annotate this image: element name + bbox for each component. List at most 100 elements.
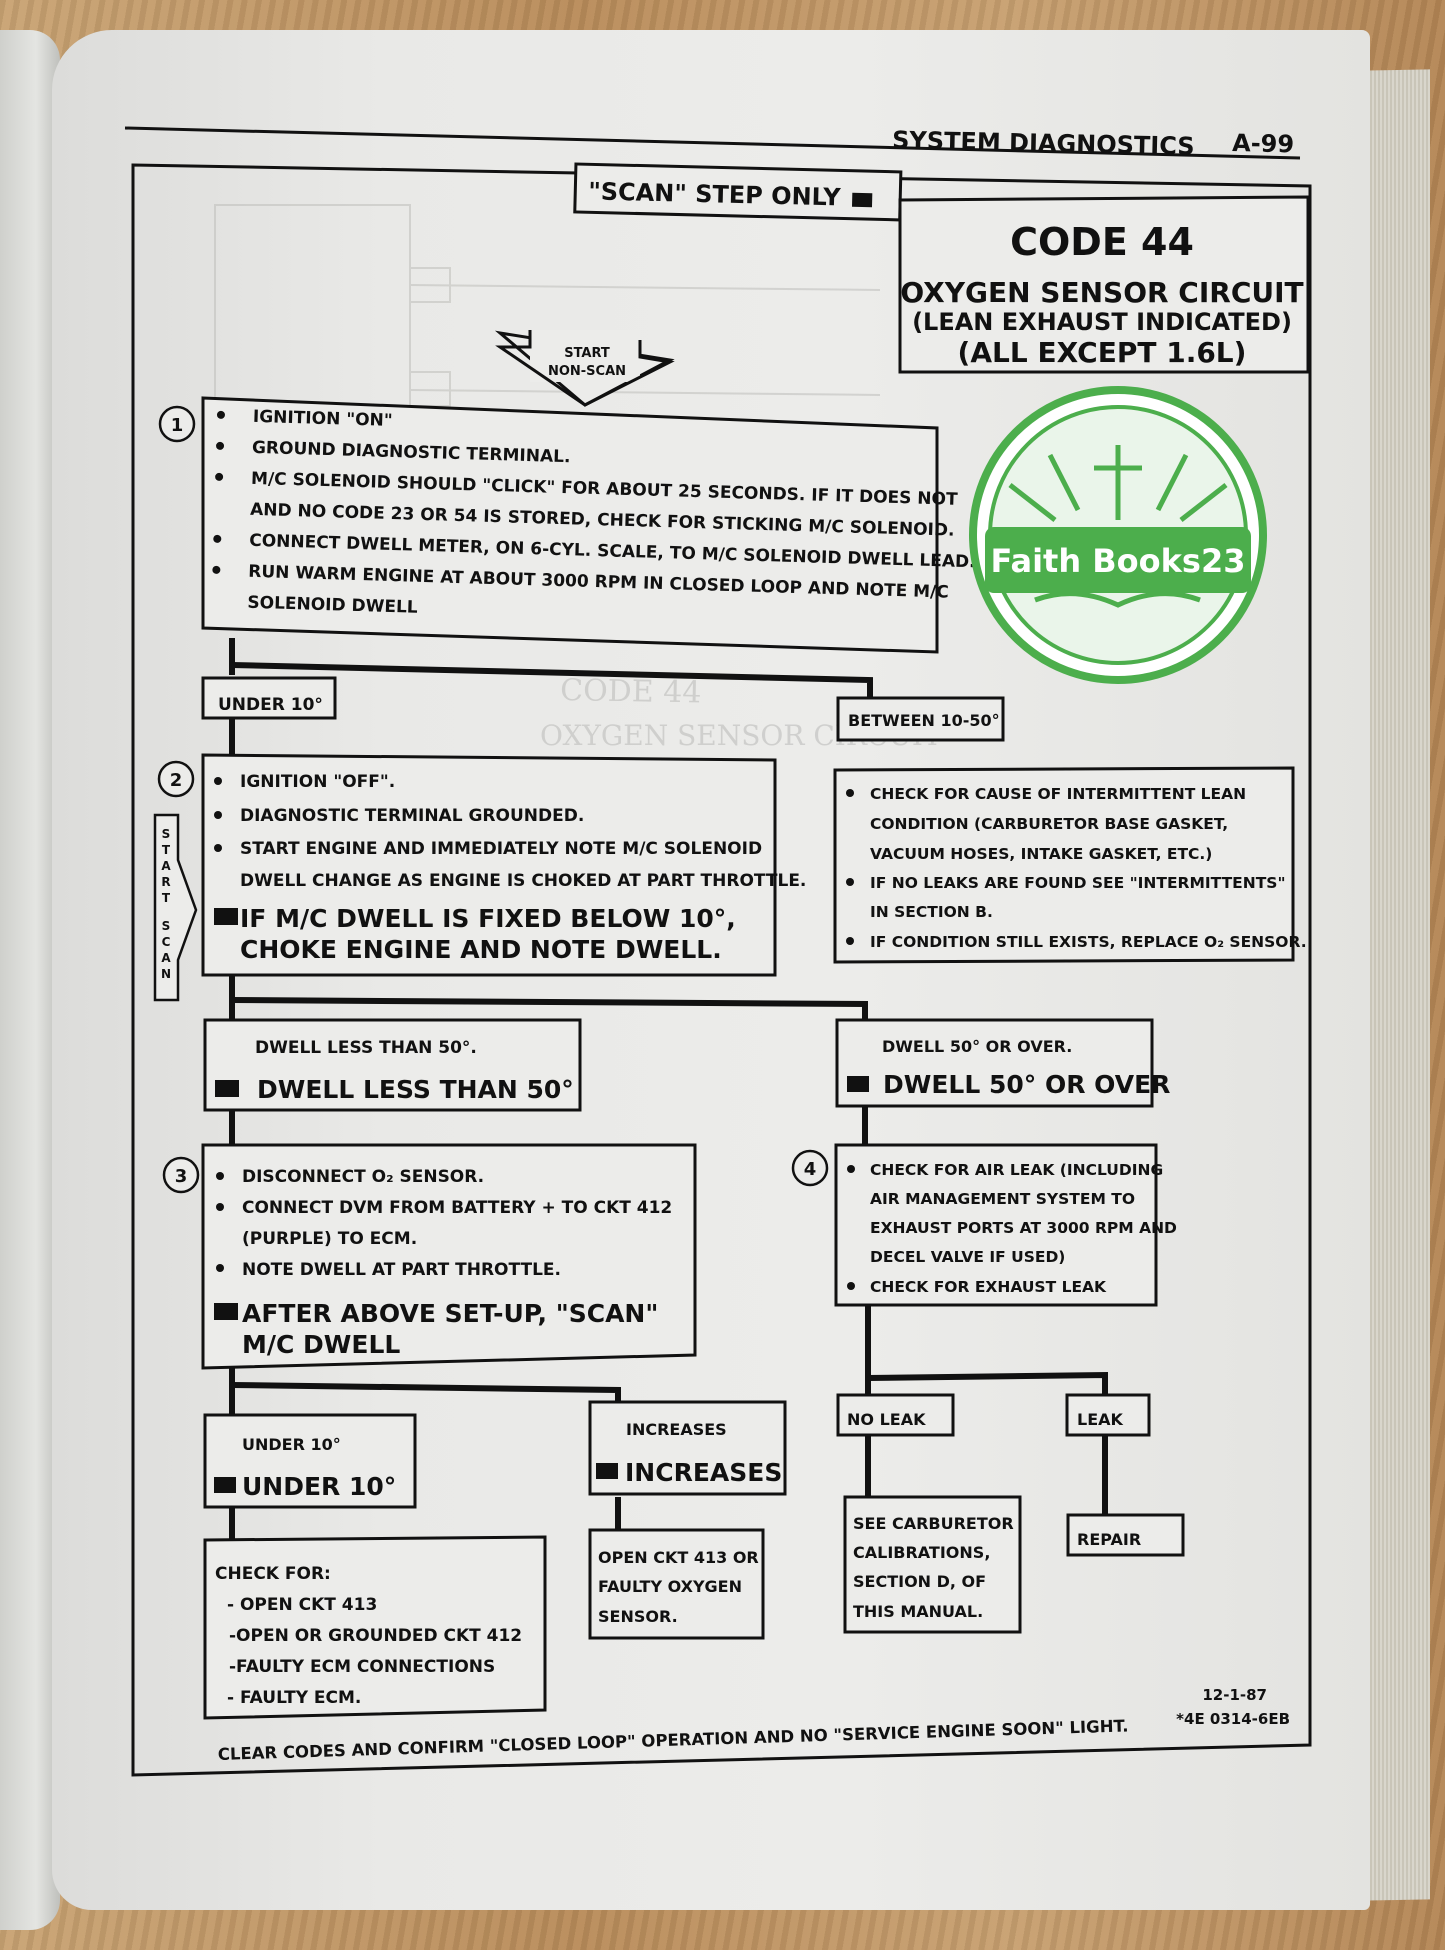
step-4-line-4: DECEL VALVE IF USED) — [870, 1248, 1065, 1266]
code-subtitle-2: (ALL EXCEPT 1.6L) — [958, 336, 1247, 369]
increases-scan: INCREASES — [625, 1458, 782, 1487]
scan-marker-icon — [215, 1080, 239, 1097]
step-1-box: 1 IGNITION "ON" GROUND DIAGNOSTIC TERMIN… — [158, 396, 976, 654]
step-1-line-1: IGNITION "ON" — [253, 407, 393, 431]
scan-marker-icon — [847, 1076, 869, 1092]
start-label: START — [564, 346, 610, 361]
carb-line-4: THIS MANUAL. — [853, 1602, 983, 1621]
step-3-scan-1: AFTER ABOVE SET-UP, "SCAN" — [242, 1299, 658, 1328]
check-for-line-2: - OPEN CKT 413 — [227, 1595, 377, 1615]
carb-line-1: SEE CARBURETOR — [853, 1514, 1014, 1533]
open-ckt-413-box: OPEN CKT 413 OR FAULTY OXYGEN SENSOR. — [588, 1528, 765, 1640]
open413-line-1: OPEN CKT 413 OR — [598, 1548, 759, 1567]
check-for-line-3: -OPEN OR GROUNDED CKT 412 — [229, 1626, 522, 1646]
dwell-over-50-box: DWELL 50° OR OVER. DWELL 50° OR OVER — [835, 1018, 1170, 1108]
under-10-small: UNDER 10° — [242, 1435, 341, 1454]
check-for-line-4: -FAULTY ECM CONNECTIONS — [229, 1657, 495, 1677]
step-4-line-5: CHECK FOR EXHAUST LEAK — [870, 1278, 1107, 1296]
start-scan-letter: N — [161, 967, 171, 981]
step-2-number-circle — [157, 760, 195, 798]
step-1-number-circle — [158, 405, 196, 443]
scan-marker-icon — [596, 1463, 618, 1479]
left-page-edge — [0, 30, 60, 1930]
open413-line-2: FAULTY OXYGEN — [598, 1577, 742, 1596]
scan-step-label: "SCAN" STEP ONLY — [588, 177, 842, 211]
carb-line-3: SECTION D, OF — [853, 1572, 986, 1591]
start-scan-letter: S — [162, 919, 171, 933]
code-number: CODE 44 — [1010, 220, 1194, 264]
step-3-number: 3 — [175, 1166, 188, 1187]
under-10-box-b: UNDER 10° UNDER 10° — [203, 1413, 417, 1509]
step-4-line-2: AIR MANAGEMENT SYSTEM TO — [870, 1190, 1135, 1208]
step-3-number-circle — [162, 1156, 200, 1194]
dwell-over-scan: DWELL 50° OR OVER — [883, 1070, 1170, 1099]
check-for-line-1: CHECK FOR: — [215, 1564, 331, 1584]
step-3-line-1: DISCONNECT O₂ SENSOR. — [242, 1167, 484, 1187]
start-nonscan-arrow: START NON-SCAN — [494, 330, 675, 407]
between-line-6: IF CONDITION STILL EXISTS, REPLACE O₂ SE… — [870, 933, 1307, 951]
connectors — [229, 638, 1108, 1540]
carburetor-box: SEE CARBURETOR CALIBRATIONS, SECTION D, … — [843, 1495, 1022, 1634]
dwell-over-small: DWELL 50° OR OVER. — [882, 1037, 1072, 1056]
between-line-2: CONDITION (CARBURETOR BASE GASKET, — [870, 815, 1228, 833]
header-section: SYSTEM DIAGNOSTICS — [892, 126, 1195, 160]
svg-text:BETWEEN 10-50°: BETWEEN 10-50° — [848, 711, 1000, 730]
increases-small: INCREASES — [626, 1420, 727, 1439]
code-title-box: CODE 44 OXYGEN SENSOR CIRCUIT (LEAN EXHA… — [898, 195, 1310, 374]
between-10-50-label: BETWEEN 10-50° — [836, 696, 1005, 742]
start-scan-letter: A — [161, 859, 171, 873]
faith-books-watermark: Faith Books23 — [969, 386, 1267, 684]
scan-marker-icon — [851, 192, 873, 208]
start-scan-letter: T — [162, 843, 171, 857]
svg-text:CODE 44: CODE 44 — [560, 673, 702, 710]
start-scan-letter: C — [162, 935, 171, 949]
outer-frame — [131, 163, 1312, 1777]
start-scan-letter: S — [162, 827, 171, 841]
open413-line-3: SENSOR. — [598, 1607, 678, 1626]
between-line-5: IN SECTION B. — [870, 903, 993, 921]
scan-marker-icon — [214, 1477, 236, 1493]
step-2-line-4: DWELL CHANGE AS ENGINE IS CHOKED AT PART… — [240, 871, 806, 891]
scan-marker-icon — [214, 1303, 238, 1320]
dwell-less-50-box: DWELL LESS THAN 50°. DWELL LESS THAN 50° — [203, 1018, 582, 1112]
nonscan-label: NON-SCAN — [548, 364, 626, 379]
code-subtitle-1: (LEAN EXHAUST INDICATED) — [912, 308, 1292, 336]
step-3-line-3: (PURPLE) TO ECM. — [242, 1229, 417, 1249]
dwell-less-scan: DWELL LESS THAN 50° — [257, 1075, 574, 1104]
watermark-text: Faith Books23 — [991, 542, 1246, 580]
header-rule — [124, 126, 1301, 160]
footer-instruction: CLEAR CODES AND CONFIRM "CLOSED LOOP" OP… — [218, 1716, 1129, 1764]
step-1-number: 1 — [171, 415, 184, 436]
start-scan-letter: T — [162, 891, 171, 905]
step-3-scan-2: M/C DWELL — [242, 1330, 400, 1359]
increases-box: INCREASES INCREASES — [588, 1400, 787, 1496]
step-2-number: 2 — [170, 770, 183, 791]
step-3-box: 3 DISCONNECT O₂ SENSOR. CONNECT DVM FROM… — [162, 1143, 697, 1370]
step-4-number-circle — [791, 1149, 829, 1187]
step-2-scan-2: CHOKE ENGINE AND NOTE DWELL. — [240, 935, 722, 964]
step-2-box: 2 IGNITION "OFF". DIAGNOSTIC TERMINAL GR… — [157, 753, 806, 977]
no-leak-label: NO LEAK — [836, 1393, 955, 1437]
under-10-scan: UNDER 10° — [242, 1472, 396, 1501]
step-2-scan-1: IF M/C DWELL IS FIXED BELOW 10°, — [240, 904, 736, 933]
between-line-4: IF NO LEAKS ARE FOUND SEE "INTERMITTENTS… — [870, 874, 1286, 892]
scan-marker-icon — [214, 908, 238, 925]
svg-text:UNDER 10°: UNDER 10° — [218, 695, 323, 715]
scan-step-tab: "SCAN" STEP ONLY — [573, 162, 903, 222]
start-scan-letter: R — [161, 875, 170, 889]
code-title: OXYGEN SENSOR CIRCUIT — [900, 276, 1303, 309]
intermittent-lean-box: CHECK FOR CAUSE OF INTERMITTENT LEAN CON… — [833, 766, 1307, 964]
carb-line-2: CALIBRATIONS, — [853, 1543, 990, 1562]
step-4-line-1: CHECK FOR AIR LEAK (INCLUDING — [870, 1161, 1163, 1179]
step-3-line-4: NOTE DWELL AT PART THROTTLE. — [242, 1260, 561, 1280]
step-3-line-2: CONNECT DVM FROM BATTERY + TO CKT 412 — [242, 1198, 672, 1218]
step-2-line-1: IGNITION "OFF". — [240, 772, 395, 792]
between-line-1: CHECK FOR CAUSE OF INTERMITTENT LEAN — [870, 785, 1246, 803]
under-10-label-a: UNDER 10° — [201, 676, 337, 720]
between-line-3: VACUUM HOSES, INTAKE GASKET, ETC.) — [870, 845, 1212, 863]
step-2-line-2: DIAGNOSTIC TERMINAL GROUNDED. — [240, 806, 584, 826]
check-for-line-5: - FAULTY ECM. — [227, 1688, 361, 1708]
svg-text:LEAK: LEAK — [1077, 1410, 1124, 1429]
